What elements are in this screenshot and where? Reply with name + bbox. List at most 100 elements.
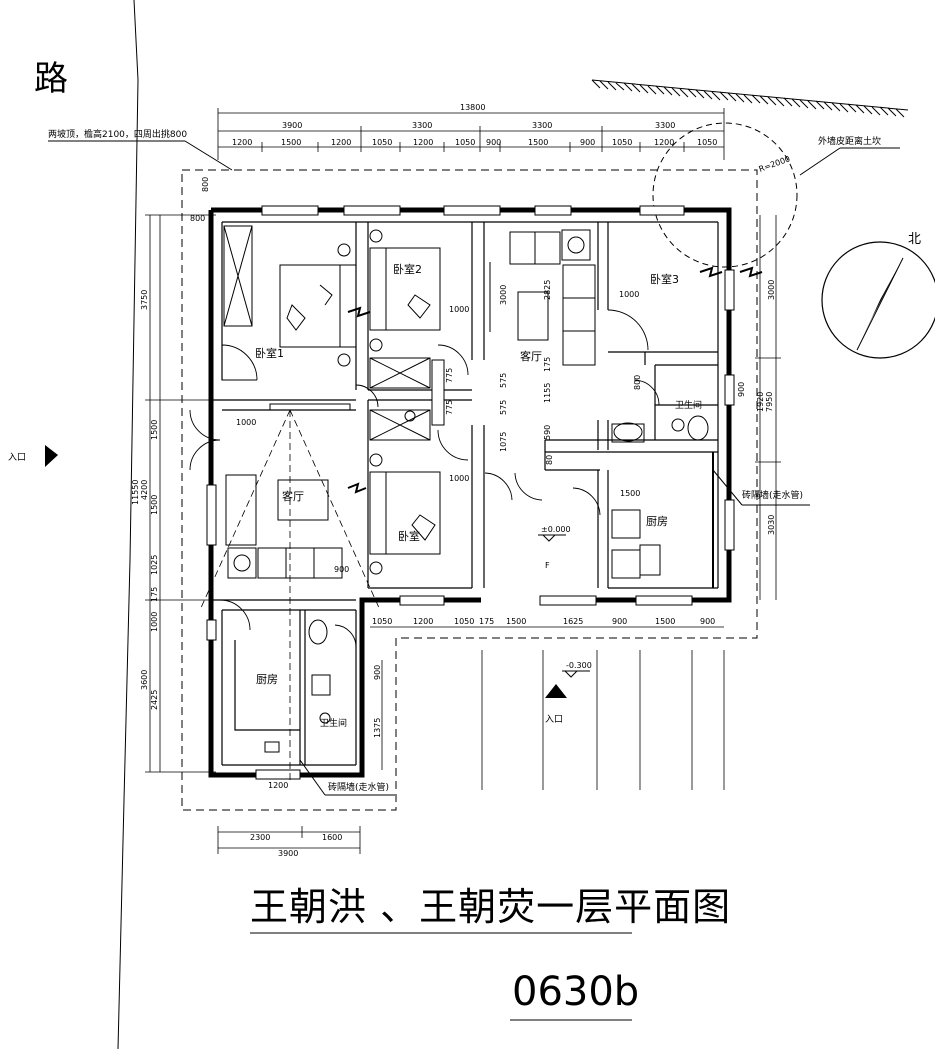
brick-wall-note-left: 砖隔墙(走水管) — [328, 781, 389, 793]
dim-int-3: 1000 — [619, 290, 639, 299]
svg-text:F: F — [545, 561, 550, 570]
drawing-title: 王朝洪 、王朝荧一层平面图 — [250, 885, 731, 929]
roof-note: 两坡顶，檐高2100，四周出挑800 — [48, 128, 187, 140]
dim-int-9: 575 — [499, 400, 508, 415]
road-edge-line — [117, 0, 139, 1049]
dim-top3-2: 1200 — [331, 138, 351, 147]
dim-top3-4: 1200 — [413, 138, 433, 147]
dim-top3-5: 1050 — [455, 138, 475, 147]
earth-bank-hatch — [591, 79, 909, 118]
dim-int-19: 900 — [334, 565, 349, 574]
dim-right-inner: 900 — [737, 382, 746, 397]
brick-wall-leader-right — [712, 469, 743, 506]
entrance-left-label: 入口 — [8, 452, 26, 463]
dim-top-3300a: 3300 — [412, 121, 432, 130]
brick-wall-note-right: 砖隔墙(走水管) — [742, 489, 803, 501]
dim-top3-9: 1050 — [612, 138, 632, 147]
dim-top3-1: 1500 — [281, 138, 301, 147]
level-floor: ±0.000 — [541, 525, 571, 534]
break-marks — [347, 266, 763, 494]
radius-label: R=2000 — [758, 154, 792, 174]
furniture — [223, 225, 709, 753]
dim-bottom-8: 900 — [700, 617, 715, 626]
dim-bottom-7: 1500 — [655, 617, 675, 626]
dim-int-14: 775 — [445, 368, 454, 383]
dim-left-col2-1: 4200 — [140, 480, 149, 500]
dim-bottom-2: 1050 — [454, 617, 474, 626]
north-label: 北 — [908, 232, 921, 247]
entrance-left-arrow-icon — [45, 445, 58, 467]
dim-left-col3-5: 2425 — [150, 690, 159, 710]
dim-int-8: 575 — [499, 373, 508, 388]
room-label-bath-left: 卫生间 — [320, 717, 347, 729]
dim-right-col-2: 3030 — [767, 515, 776, 535]
dim-int-11: 175 — [543, 357, 552, 372]
room-label-kitchen-right: 厨房 — [646, 515, 668, 528]
dim-int-10: 1155 — [543, 383, 552, 403]
dim-left-col3-2: 1025 — [150, 555, 159, 575]
dim-left-total: 11550 — [131, 480, 140, 505]
dim-right-col-1: 1920 — [756, 392, 765, 412]
setback-radius-circle — [652, 122, 798, 268]
dim-right-col-0: 3000 — [767, 280, 776, 300]
entrance-bottom-label: 入口 — [545, 714, 563, 725]
dim-top-3300b: 3300 — [532, 121, 552, 130]
room-label-bedroom2: 卧室2 — [393, 262, 422, 276]
roof-note-leader-2 — [184, 140, 233, 171]
level-outside: -0.300 — [566, 661, 592, 670]
room-label-bath-right: 卫生间 — [675, 399, 702, 411]
dim-int-15: 775 — [445, 400, 454, 415]
dim-int-17: 900 — [373, 665, 382, 680]
dim-int-6: 3000 — [499, 285, 508, 305]
dim-int-20: 80 — [545, 455, 554, 465]
dim-top3-0: 1200 — [232, 138, 252, 147]
dim-int-12: 590 — [543, 425, 552, 440]
dim-top3-7: 1500 — [528, 138, 548, 147]
room-label-bedroom-small: 卧室 — [398, 529, 420, 543]
dim-left-eave-1: 800 — [190, 214, 205, 223]
entrance-bottom-arrow-icon — [545, 684, 567, 698]
room-label-bedroom3: 卧室3 — [650, 272, 679, 286]
dim-bottom-5: 1625 — [563, 617, 583, 626]
room-label-bedroom1: 卧室1 — [255, 346, 284, 360]
room-label-living-main: 客厅 — [520, 349, 542, 363]
dim-right-total: 7950 — [765, 392, 774, 412]
dim-bottom-4: 1500 — [506, 617, 526, 626]
dim-int-16: 800 — [633, 375, 642, 390]
dim-overall-top: 13800 — [460, 103, 485, 112]
dim-int-5: 1500 — [620, 489, 640, 498]
dim-left-col3-3: 175 — [150, 587, 159, 602]
dim-top3-6: 900 — [486, 138, 501, 147]
dim-int-18: 1375 — [373, 718, 382, 738]
roof-ridge-lines — [199, 409, 381, 780]
dim-left-col3-0: 1500 — [150, 420, 159, 440]
dim-left-bottom-total: 3900 — [278, 849, 298, 858]
dim-bottom-6: 900 — [612, 617, 627, 626]
dim-top3-8: 900 — [580, 138, 595, 147]
dim-top3-11: 1050 — [697, 138, 717, 147]
dim-top3-10: 1200 — [654, 138, 674, 147]
dim-left-col3-1: 1500 — [150, 495, 159, 515]
north-arrow-circle — [821, 241, 935, 359]
setback-note: 外墙皮距离土坎 — [818, 135, 881, 147]
roof-eave-outline — [181, 169, 758, 811]
dim-left-bottom-0: 2300 — [250, 833, 270, 842]
dim-bottom-1: 1200 — [413, 617, 433, 626]
dim-left-col3-4: 1000 — [150, 612, 159, 632]
dim-int-0: 1000 — [236, 418, 256, 427]
dim-top3-3: 1050 — [372, 138, 392, 147]
room-label-living-left: 客厅 — [282, 489, 304, 503]
windows — [206, 205, 735, 780]
dim-left-col2-2: 3600 — [140, 670, 149, 690]
dim-left-col2-0: 3750 — [140, 290, 149, 310]
dim-top-3300c: 3300 — [655, 121, 675, 130]
dimension-lines — [145, 108, 781, 854]
dim-int-2: 1000 — [449, 474, 469, 483]
drawing-code: 0630b — [512, 969, 639, 1015]
dim-int-1: 1000 — [449, 305, 469, 314]
dim-left-bottom-1: 1600 — [322, 833, 342, 842]
brick-wall-leader-left — [299, 759, 326, 796]
setback-leader — [799, 147, 841, 176]
dim-int-7: 2825 — [543, 280, 552, 300]
